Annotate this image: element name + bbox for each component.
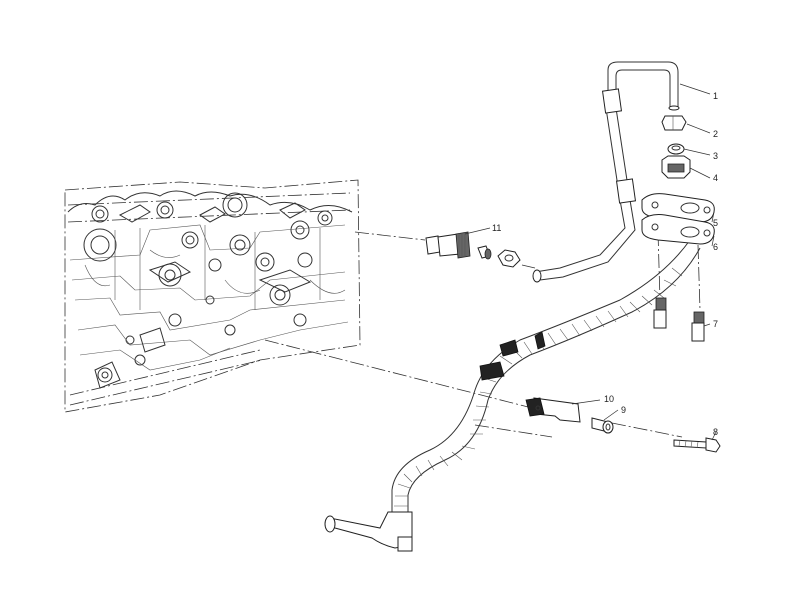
callout-4: 4 [713,173,718,183]
bolt [673,437,721,453]
callout-9: 9 [621,405,626,415]
engine-block-drawing [64,179,361,413]
hose-flange [641,193,715,245]
oil-supply-tube [532,61,680,283]
callout-labels: 1 2 3 4 5 6 7 8 9 10 11 [492,91,718,437]
braided-drain-hose [324,239,701,552]
clamp-bracket [525,397,581,423]
assembly-center-lines [264,231,701,438]
callout-1: 1 [713,91,718,101]
nut-washer-adapter [661,115,691,179]
callout-10: 10 [604,394,614,404]
mounting-studs [653,297,705,342]
spacer-sleeve [591,417,614,434]
callout-leaders [464,83,717,441]
callout-11: 11 [492,223,501,233]
callout-7: 7 [713,319,718,329]
callout-8: 8 [713,427,718,437]
callout-6: 6 [713,242,718,252]
callout-3: 3 [713,151,718,161]
inlet-fitting [425,231,521,268]
callout-2: 2 [713,129,718,139]
callout-5: 5 [713,218,718,228]
